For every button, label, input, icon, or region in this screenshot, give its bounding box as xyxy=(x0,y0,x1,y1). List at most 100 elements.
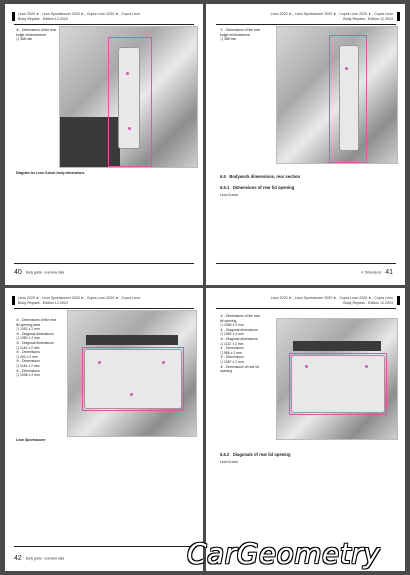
section-note: Leon 5-door xyxy=(220,460,239,464)
page-number: 42 xyxy=(14,555,22,562)
page-header: Leon 2020 ➤ , Leon Sportstourer 2020 ➤ ,… xyxy=(271,296,393,306)
footer-rule xyxy=(14,263,194,264)
callout-line: ② - Diagonal dimensions xyxy=(16,331,54,336)
callout-line: ③ - Diagonal dimensions xyxy=(16,340,54,345)
page-footer: 40 Body guide - overview data xyxy=(14,269,64,276)
callout-value: ❏ 1132 ± 2 mm xyxy=(220,341,244,346)
header-models: Leon 2020 ➤ , Leon Sportstourer 2020 ➤ ,… xyxy=(270,296,393,300)
callout-line: ④ - Dimensions xyxy=(16,350,40,355)
callout-value: ❏ 1052 ± 2 mm xyxy=(16,327,40,332)
callout-line: ⑥ - Dimensions of rear lid xyxy=(220,364,259,369)
page-tab-marker xyxy=(12,296,15,305)
header-models: Leon 2020 ➤ , Leon Sportstourer 2020 ➤ ,… xyxy=(270,12,393,16)
footer-text: Body guide - overview data xyxy=(25,270,65,275)
header-rule xyxy=(216,308,396,309)
callout-notes: ⑥ - Dimensions of the rear bulge reinfor… xyxy=(16,28,56,42)
measure-point xyxy=(162,361,165,364)
pillar-panel xyxy=(339,45,359,151)
measurement-frame xyxy=(82,347,184,411)
manual-page-42: Leon 2020 ➤ , Leon Sportstourer 2020 ➤ ,… xyxy=(5,288,203,571)
page-tab-marker xyxy=(397,12,400,21)
page-footer: 42 Body guide - overview data xyxy=(14,555,64,562)
footer-text: Body guide - overview data xyxy=(25,556,65,561)
footer-rule xyxy=(14,546,194,547)
measure-point xyxy=(130,393,133,396)
pillar-panel xyxy=(118,47,140,149)
measurement-frame xyxy=(329,35,367,163)
callout-value: ❏ 1087 ± 2 mm xyxy=(220,359,244,364)
callout-line: ⑥ - Dimensions of the rear xyxy=(16,28,57,32)
cargeometry-logo: CarGeometry xyxy=(187,537,381,570)
subsection-note: Leon 5-door xyxy=(220,193,239,197)
measure-point xyxy=(98,361,101,364)
page-header: Leon 2020 ➤ , Leon Sportstourer 2020 ➤ ,… xyxy=(18,296,140,306)
header-rule xyxy=(14,308,194,309)
footer-text: 4. Dimensions xyxy=(361,270,382,275)
callout-line: lid opening area xyxy=(16,322,41,327)
callout-line: bulge reinforcement xyxy=(16,32,46,37)
callout-value: ❏ 968 ± 2 mm xyxy=(220,350,242,355)
measure-point xyxy=(126,72,129,75)
callout-line: ⑤ - Dimensions xyxy=(220,355,244,360)
callout-value: ❏ 385 mm xyxy=(220,37,237,42)
figure-caption: Diagram for Leon 5-door body dimensions xyxy=(16,171,85,175)
page-header: Leon 2020 ➤ , Leon Sportstourer 2020 ➤ ,… xyxy=(271,12,393,22)
roof-edge xyxy=(293,341,381,351)
manual-page-43: Leon 2020 ➤ , Leon Sportstourer 2020 ➤ ,… xyxy=(206,288,405,571)
callout-line: ⑥ - Dimensions xyxy=(16,368,40,373)
callout-notes: ⑦ - Dimensions of the rear bulge reinfor… xyxy=(220,28,260,42)
callout-line: ③ - Diagonal dimensions xyxy=(220,336,258,341)
header-edition: Body Repairs - Edition 12.2024 xyxy=(343,301,393,305)
page-number: 40 xyxy=(14,269,22,276)
callout-value: ❏ 1080 ± 2 mm xyxy=(220,323,244,328)
callout-line: opening xyxy=(220,369,233,374)
callout-value: ❏ 1140 ± 2 mm xyxy=(16,345,40,350)
header-models: Leon 2020 ➤ , Leon Sportstourer 2020 ➤ ,… xyxy=(18,296,141,300)
measure-point xyxy=(305,365,308,368)
subsection-heading: 6.5.1 Dimensions of rear lid opening xyxy=(220,185,295,190)
rear-lid-opening-illustration xyxy=(276,318,398,440)
page-footer: 4. Dimensions 41 xyxy=(361,269,396,276)
header-models: Leon 2020 ➤ , Leon Sportstourer 2020 ➤ ,… xyxy=(18,12,141,16)
figure-caption: Leon Sportstourer xyxy=(16,438,46,442)
page-number: 41 xyxy=(385,269,393,276)
callout-value: ❏ 368 mm xyxy=(16,37,33,42)
roof-edge xyxy=(86,335,178,345)
header-edition: Body Repairs - Edition 12.2024 xyxy=(18,17,68,21)
rear-lid-opening-illustration xyxy=(67,310,197,437)
callout-notes: ① - Dimensions of the rear lid opening ❏… xyxy=(220,314,268,374)
measure-point xyxy=(128,127,131,130)
callout-line: ⑤ - Dimensions xyxy=(16,359,40,364)
callout-line: ② - Diagonal dimensions xyxy=(220,327,258,332)
body-pillar-illustration xyxy=(59,26,198,168)
measurement-frame xyxy=(289,353,387,415)
callout-value: ❏ 1082 ± 2 mm xyxy=(220,332,244,337)
header-rule xyxy=(216,24,396,25)
measurement-frame xyxy=(108,37,152,167)
body-pillar-illustration xyxy=(276,26,398,164)
page-tab-marker xyxy=(397,296,400,305)
page-tab-marker xyxy=(12,12,15,21)
header-edition: Body Repairs - Edition 12.2024 xyxy=(343,17,393,21)
callout-value: ❏ 1080 ± 2 mm xyxy=(16,336,40,341)
measure-point xyxy=(345,67,348,70)
callout-line: ④ - Dimensions xyxy=(220,346,244,351)
header-rule xyxy=(14,24,194,25)
section-heading: 6.5.2 Diagonals of rear lid opening xyxy=(220,452,291,457)
callout-line: ⑦ - Dimensions of the rear xyxy=(220,28,261,32)
callout-value: ❏ 1146 ± 2 mm xyxy=(16,363,40,368)
header-edition: Body Repairs - Edition 12.2024 xyxy=(18,301,68,305)
callout-value: ❏ 400 ± 2 mm xyxy=(16,354,38,359)
cargo-floor xyxy=(84,349,182,409)
callout-line: lid opening xyxy=(220,318,237,323)
callout-value: ❏ 1038 ± 2 mm xyxy=(16,373,40,378)
manual-page-40: Leon 2020 ➤ , Leon Sportstourer 2020 ➤ ,… xyxy=(5,4,203,285)
callout-line: bulge reinforcement xyxy=(220,32,250,37)
callout-notes: ① - Dimensions of the rear lid opening a… xyxy=(16,318,64,378)
footer-rule xyxy=(216,263,396,264)
page-header: Leon 2020 ➤ , Leon Sportstourer 2020 ➤ ,… xyxy=(18,12,140,22)
section-heading: 6.5 Bodywork dimensions, rear section xyxy=(220,174,301,179)
cargo-floor xyxy=(291,355,385,413)
shadow-area xyxy=(60,117,120,167)
callout-line: ① - Dimensions of the rear xyxy=(16,318,57,322)
